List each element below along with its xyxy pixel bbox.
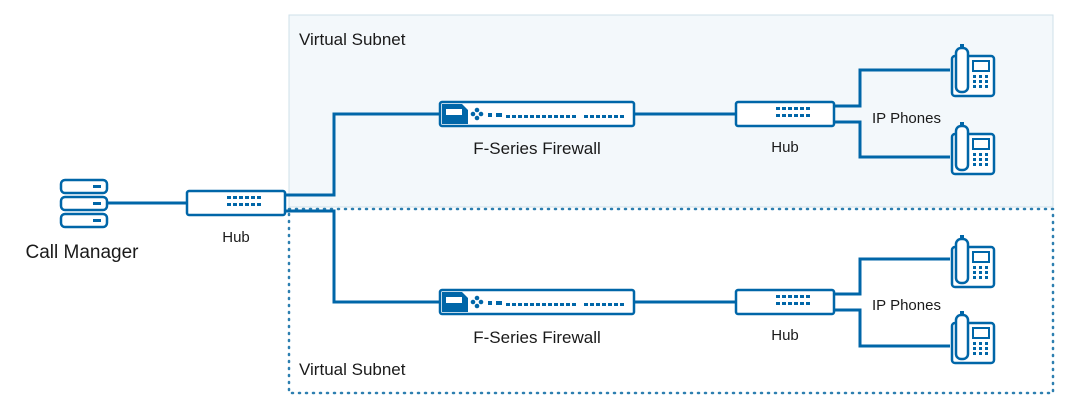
top-phones-label: IP Phones — [872, 110, 941, 127]
ip-phone-icon — [950, 233, 996, 289]
bottom-hub-label: Hub — [771, 327, 799, 344]
firewall-appliance-icon — [438, 100, 636, 128]
bottom-phones-label: IP Phones — [872, 297, 941, 314]
top-hub-label: Hub — [771, 139, 799, 156]
link-hub-bottom-firewall — [284, 209, 440, 304]
link-top-hub-phones — [834, 68, 950, 159]
hub-icon — [734, 288, 836, 316]
server-stack-icon — [59, 178, 109, 229]
firewall-appliance-icon — [438, 288, 636, 316]
main-hub-label: Hub — [222, 229, 250, 246]
call-manager-label: Call Manager — [26, 242, 140, 263]
bottom-firewall-label: F-Series Firewall — [473, 328, 601, 347]
subnet-top-area — [288, 14, 1054, 208]
hub-icon — [185, 189, 287, 217]
subnet-top-label: Virtual Subnet — [299, 30, 406, 49]
link-hub-top-firewall — [284, 112, 440, 197]
hub-icon — [734, 100, 836, 128]
ip-phone-icon — [950, 309, 996, 365]
link-bottom-hub-phones — [834, 257, 950, 348]
subnet-bottom-area — [287, 207, 1055, 395]
connection-lines — [106, 68, 950, 348]
top-firewall-label: F-Series Firewall — [473, 139, 601, 158]
subnet-bottom-label: Virtual Subnet — [299, 360, 406, 379]
